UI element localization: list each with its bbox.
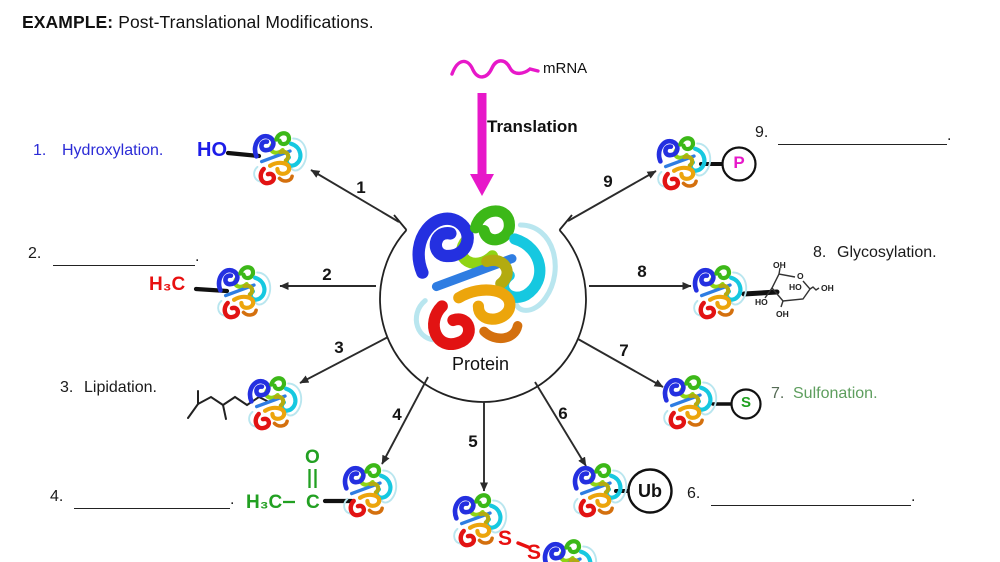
bond-glyco	[741, 289, 780, 297]
protein-icon-5b	[544, 541, 596, 562]
disulfide-s-right: S	[527, 541, 542, 562]
item-4-blank: .	[74, 488, 234, 509]
blank-line	[711, 485, 911, 506]
bond-lines	[193, 150, 780, 504]
item-7-number: 7.	[771, 385, 785, 402]
item-9-blank: .	[778, 124, 951, 145]
acetyl-structure	[283, 469, 317, 504]
item-4-number: 4.	[50, 488, 64, 505]
protein-icon-9	[658, 138, 710, 188]
page-title: EXAMPLE: Post-Translational Modification…	[22, 12, 374, 33]
item-3-number: 3.	[60, 379, 74, 396]
item-6-period: .	[911, 488, 916, 505]
item-6-blank: .	[711, 485, 915, 506]
arrow-label-3: 3	[334, 338, 344, 357]
sugar-oh-right-label: OH	[821, 283, 834, 293]
ubiquitin-circle	[627, 468, 673, 514]
sugar-ring-o-label: O	[797, 271, 804, 281]
acetyl-oxygen-label: O	[305, 447, 320, 468]
arrow-7	[577, 338, 664, 388]
translation-arrow-icon	[470, 93, 494, 196]
sugar-ho-left-label: HO	[755, 297, 768, 307]
disulfide-bond	[516, 541, 530, 549]
modification-arrows	[279, 169, 692, 492]
mrna-label: mRNA	[543, 60, 588, 77]
arrow-label-6: 6	[558, 404, 568, 423]
translation-label: Translation	[487, 117, 578, 136]
hydroxyl-group-label: HO	[197, 139, 227, 161]
item-1-number: 1.	[33, 142, 47, 159]
item-2-blank: .	[53, 245, 199, 266]
item-8-name: Glycosylation.	[837, 244, 937, 261]
sulfo-tag-label: S	[740, 394, 751, 411]
ubiquitin-tag-label: Ub	[638, 481, 662, 501]
sugar-ring-structure	[764, 267, 820, 308]
item-9-period: .	[947, 127, 952, 144]
acetyl-methyl-label: H₃C	[246, 492, 283, 513]
protein-icon-central	[416, 211, 555, 344]
arrow-9	[567, 170, 657, 222]
item-3-name: Lipidation.	[84, 379, 157, 396]
protein-icon-3	[249, 378, 301, 428]
protein-icon-7	[664, 377, 716, 427]
page-title-prefix: EXAMPLE:	[22, 12, 114, 32]
arrow-label-2: 2	[322, 265, 332, 284]
acetyl-carbon-label: C	[306, 492, 320, 513]
phospho-tag-label: P	[733, 153, 745, 172]
central-circle	[379, 214, 587, 403]
page-title-text: Post-Translational Modifications.	[113, 12, 374, 32]
arrow-label-1: 1	[356, 178, 366, 197]
arrow-label-7: 7	[619, 341, 629, 360]
item-2-number: 2.	[28, 245, 42, 262]
item-6-number: 6.	[687, 485, 701, 502]
protein-icon-8	[694, 267, 746, 317]
mrna-squiggle-icon	[450, 59, 540, 79]
phospho-circle	[721, 146, 757, 182]
arrow-label-8: 8	[637, 262, 647, 281]
blank-line	[74, 488, 230, 509]
arrow-6	[534, 381, 587, 467]
blank-line	[778, 124, 947, 145]
sugar-ho-inner-label: HO	[789, 282, 802, 292]
arrow-label-5: 5	[468, 432, 478, 451]
sugar-oh-top-label: OH	[773, 260, 786, 270]
arrow-3	[299, 336, 389, 384]
blank-line	[53, 245, 195, 266]
item-8-number: 8.	[813, 244, 827, 261]
item-1-name: Hydroxylation.	[62, 142, 164, 159]
item-7-name: Sulfonation.	[793, 385, 878, 402]
protein-icon-4	[344, 465, 396, 515]
arrow-1	[310, 169, 400, 223]
item-2-period: .	[195, 248, 200, 265]
item-4-period: .	[230, 491, 235, 508]
sugar-oh-bottom-label: OH	[776, 309, 789, 319]
sulfo-circle	[730, 388, 762, 420]
arrow-4	[381, 376, 429, 465]
protein-icon-1	[254, 133, 306, 183]
protein-icon-6	[574, 465, 626, 515]
item-9-number: 9.	[755, 124, 769, 141]
lipid-chain-structure	[187, 390, 268, 420]
arrow-label-9: 9	[603, 172, 613, 191]
disulfide-s-left: S	[498, 527, 513, 550]
arrow-label-4: 4	[392, 405, 402, 424]
methyl-group-label: H₃C	[149, 274, 186, 295]
protein-label: Protein	[452, 354, 510, 374]
